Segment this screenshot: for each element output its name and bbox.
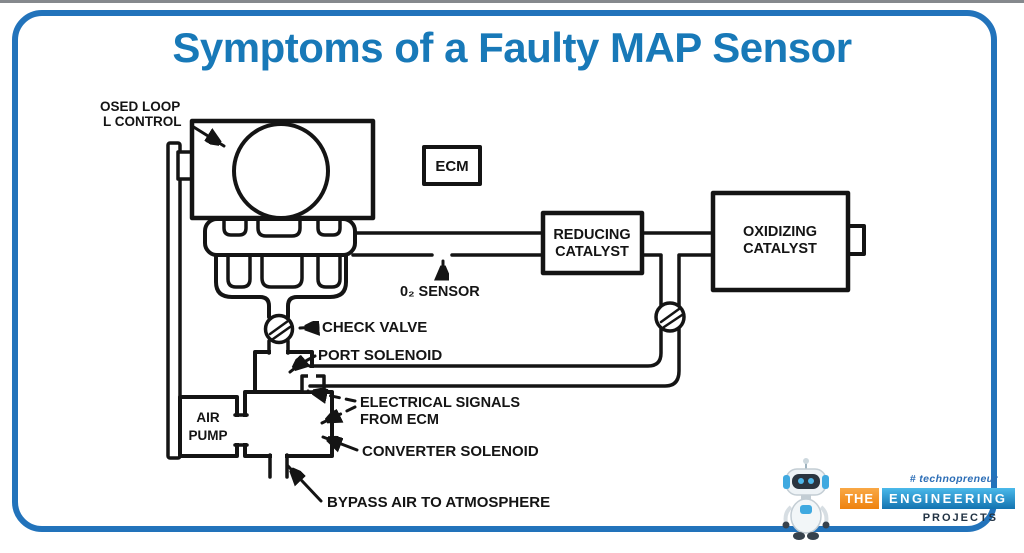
exhaust-runner (316, 255, 342, 289)
exhaust-manifold-left (214, 253, 271, 319)
reducing-catalyst-box (540, 210, 645, 276)
air-pump-label-line1: AIR (196, 410, 220, 425)
bypass-air-label: BYPASS AIR TO ATMOSPHERE (327, 494, 550, 511)
check-valve-2-hatch (659, 307, 684, 329)
closed-loop-arrow (190, 124, 226, 148)
page-title: Symptoms of a Faulty MAP Sensor (172, 24, 852, 71)
port-solenoid-arrow (288, 354, 317, 374)
oxidizing-catalyst-outlet (846, 224, 866, 256)
oxidizing-catalyst-label-line1: OXIDIZING (743, 224, 817, 240)
electrical-signals-label-line2: FROM ECM (360, 412, 439, 428)
manifold-port (222, 218, 248, 237)
air-pump-connector (233, 413, 249, 447)
ecm-label: ECM (435, 158, 468, 175)
gap (234, 417, 248, 443)
electrical-signal-arrow-1 (306, 391, 357, 401)
check-valve-1-hatch (268, 319, 292, 341)
downpipe-upper (267, 339, 290, 355)
air-cleaner (232, 122, 330, 220)
top-edge-strip (0, 0, 1024, 3)
reducing-catalyst-label-line1: REDUCING (553, 227, 630, 243)
reducing-catalyst-label-line2: CATALYST (555, 244, 629, 260)
blue-rounded-frame (12, 10, 997, 532)
oxidizing-catalyst-box (710, 190, 851, 293)
logo-tagline: # technopreneur (909, 473, 998, 485)
converter-solenoid-label: CONVERTER SOLENOID (362, 443, 539, 460)
brand-logo: # technopreneur THE ENGINEERING PROJECTS (776, 455, 1015, 543)
air-pump-box (178, 395, 239, 458)
electrical-signals-label-line1: ELECTRICAL SIGNALS (360, 395, 520, 411)
exhaust-runner (260, 255, 304, 289)
converter-solenoid-block (243, 390, 334, 458)
air-pipe-bottom (308, 327, 681, 388)
air-pump-label-line2: PUMP (188, 428, 227, 443)
air-branch-pipe (659, 254, 681, 307)
gap (308, 368, 316, 384)
port-solenoid-label: PORT SOLENOID (318, 347, 442, 364)
oxidizing-catalyst-label-line2: CATALYST (743, 241, 817, 257)
electrical-signal-arrow-2 (320, 405, 357, 425)
manifold-port (256, 218, 302, 238)
ecm-box (422, 145, 482, 186)
exhaust-manifold-right (286, 253, 348, 319)
closed-loop-label-line1: OSED LOOP (100, 99, 180, 114)
air-pipe-top (308, 327, 663, 368)
logo-the-badge: THE (840, 488, 879, 509)
closed-loop-label-line2: L CONTROL (103, 114, 182, 129)
robot-mascot-icon (782, 458, 830, 540)
manifold-port (316, 218, 342, 237)
logo-engineering-badge: ENGINEERING (882, 488, 1015, 509)
bypass-arrow (286, 464, 323, 503)
logo-text-block: # technopreneur THE ENGINEERING PROJECTS (840, 473, 1015, 524)
bulkhead-bar (166, 141, 182, 460)
o2-sensor-label: 0₂ SENSOR (400, 284, 480, 300)
exhaust-runner (226, 255, 252, 289)
intake-manifold (203, 217, 357, 257)
logo-badges: THE ENGINEERING (840, 488, 1015, 509)
converter-solenoid-arrow (321, 435, 359, 450)
gap (272, 452, 285, 460)
check-valve-label: CHECK VALVE (322, 319, 427, 336)
gap (271, 348, 286, 356)
logo-projects-text: PROJECTS (922, 512, 998, 524)
check-valve-arrow (298, 327, 317, 328)
